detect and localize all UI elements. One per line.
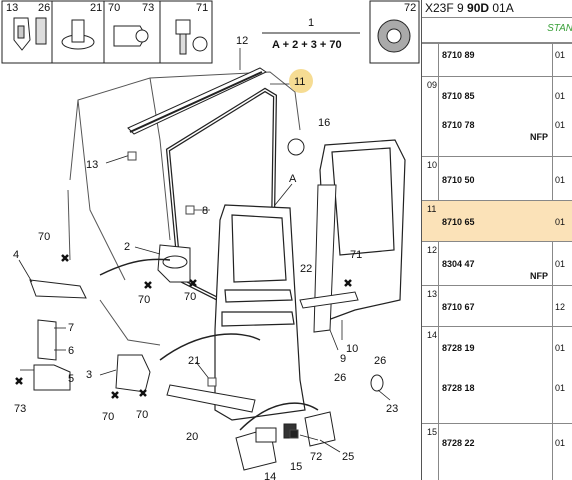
part-qty: 01 — [555, 343, 566, 353]
table-row[interactable]: 8710 89 01 — [422, 43, 572, 76]
part-number: 8304 47 — [442, 259, 475, 269]
table-row[interactable]: 14 8728 19 01 8728 18 01 — [422, 326, 572, 423]
table-row[interactable]: 15 8728 22 01 — [422, 423, 572, 480]
callout-4: 4 — [13, 249, 19, 261]
title-bold: 90D — [467, 1, 490, 15]
callout-25: 25 — [342, 451, 354, 463]
stan-label: STAN — [547, 23, 572, 34]
part-qty: 01 — [555, 217, 566, 227]
formula-number: 1 — [308, 17, 314, 29]
part-number: 8710 65 — [442, 217, 475, 227]
callout-16: 16 — [318, 117, 330, 129]
callout-11: 11 — [294, 76, 305, 88]
table-row[interactable]: 12 8304 47 01 NFP — [422, 241, 572, 285]
callout-14: 14 — [264, 471, 276, 480]
callout-70: 70 — [136, 409, 148, 421]
box-label-70: 70 — [108, 2, 120, 14]
title-prefix: X23F 9 — [425, 1, 468, 15]
part-qty: 12 — [555, 302, 566, 312]
table-row-highlighted[interactable]: 11 8710 65 01 — [422, 200, 572, 241]
column-header: STAN — [422, 17, 572, 43]
callout-5: 5 — [68, 373, 74, 385]
callout-3: 3 — [86, 369, 92, 381]
part-qty: 01 — [555, 50, 566, 60]
part-qty: 01 — [555, 383, 566, 393]
nfp-flag: NFP — [530, 132, 548, 142]
formula-text: A + 2 + 3 + 70 — [272, 39, 342, 51]
callout-20: 20 — [186, 431, 198, 443]
part-number: 8728 18 — [442, 383, 475, 393]
callout-70: 70 — [184, 291, 196, 303]
callout-21: 21 — [188, 355, 200, 367]
callout-70: 70 — [138, 294, 150, 306]
part-qty: 01 — [555, 175, 566, 185]
callout-72: 72 — [310, 451, 322, 463]
part-number: 8710 85 — [442, 91, 475, 101]
callout-2: 2 — [124, 241, 130, 253]
callout-6: 6 — [68, 345, 74, 357]
row-index: 15 — [427, 427, 438, 437]
callout-26: 26 — [374, 355, 386, 367]
table-row[interactable]: 10 8710 50 01 — [422, 156, 572, 200]
callout-9: 9 — [340, 353, 346, 365]
box-label-26: 26 — [38, 2, 50, 14]
part-qty: 01 — [555, 438, 566, 448]
row-index: 12 — [427, 245, 438, 255]
table-row[interactable]: 13 8710 67 12 — [422, 285, 572, 326]
callout-15: 15 — [290, 461, 302, 473]
part-number: 8710 78 — [442, 120, 475, 130]
callout-A: A — [289, 173, 297, 185]
callout-26: 26 — [334, 372, 346, 384]
box-label-72: 72 — [404, 2, 416, 14]
part-qty: 01 — [555, 120, 566, 130]
part-number: 8710 67 — [442, 302, 475, 312]
callout-71: 71 — [350, 249, 362, 261]
parts-list-panel: X23F 9 90D 01A STAN 8710 89 01 09 8710 8… — [421, 0, 572, 480]
row-index: 13 — [427, 289, 438, 299]
callout-70: 70 — [38, 231, 50, 243]
box-label-71: 71 — [196, 2, 208, 14]
row-index: 09 — [427, 80, 438, 90]
part-number: 8728 19 — [442, 343, 475, 353]
nfp-flag: NFP — [530, 271, 548, 281]
row-index: 11 — [427, 204, 437, 214]
title-suffix: 01A — [489, 1, 514, 15]
part-number: 8710 89 — [442, 50, 475, 60]
column-divider — [438, 43, 439, 480]
callout-13: 13 — [86, 159, 98, 171]
part-number: 8710 50 — [442, 175, 475, 185]
part-qty: 01 — [555, 259, 566, 269]
row-index: 14 — [427, 330, 438, 340]
column-divider — [552, 43, 553, 480]
part-qty: 01 — [555, 91, 566, 101]
part-number: 8728 22 — [442, 438, 475, 448]
callout-12: 12 — [236, 35, 248, 47]
callout-7: 7 — [68, 322, 74, 334]
box-label-73: 73 — [142, 2, 154, 14]
callout-73: 73 — [14, 403, 26, 415]
box-label-13: 13 — [6, 2, 18, 14]
box-label-21: 21 — [90, 2, 102, 14]
callout-8: 8 — [202, 205, 208, 217]
row-index: 10 — [427, 160, 438, 170]
panel-title: X23F 9 90D 01A — [422, 0, 572, 17]
table-row[interactable]: 09 8710 85 01 8710 78 01 NFP — [422, 76, 572, 156]
exploded-parts-diagram: 13 26 21 70 73 71 72 1 A + 2 + 3 + 70 — [0, 0, 421, 480]
callout-23: 23 — [386, 403, 398, 415]
callout-70: 70 — [102, 411, 114, 423]
callout-22: 22 — [300, 263, 312, 275]
callout-10: 10 — [346, 343, 358, 355]
